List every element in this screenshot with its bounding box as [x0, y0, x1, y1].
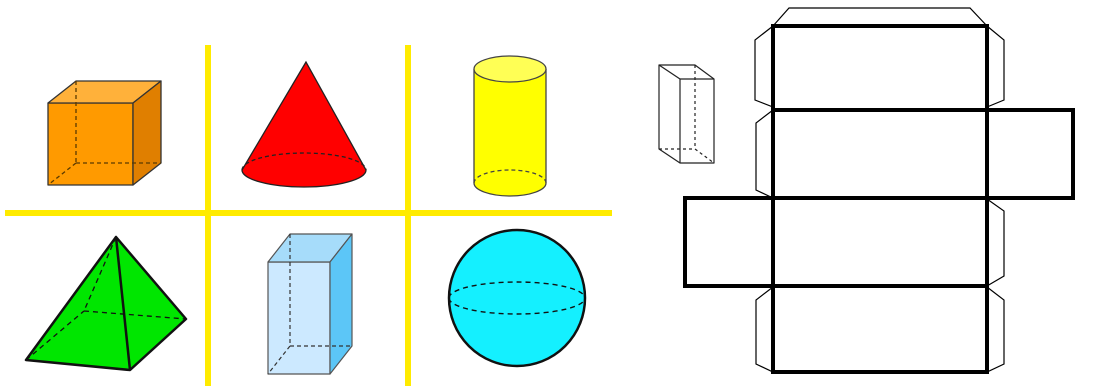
net-tabs — [755, 8, 1004, 372]
square-pyramid-shape — [26, 237, 186, 370]
cube-shape — [48, 81, 161, 185]
net-faces — [685, 26, 1073, 372]
cone-shape — [242, 62, 366, 187]
small-prism-outline — [659, 65, 714, 163]
sphere-shape — [449, 230, 585, 366]
rectangular-prism-shape — [268, 234, 352, 374]
cylinder-shape — [474, 56, 546, 196]
prism-net — [685, 8, 1073, 372]
